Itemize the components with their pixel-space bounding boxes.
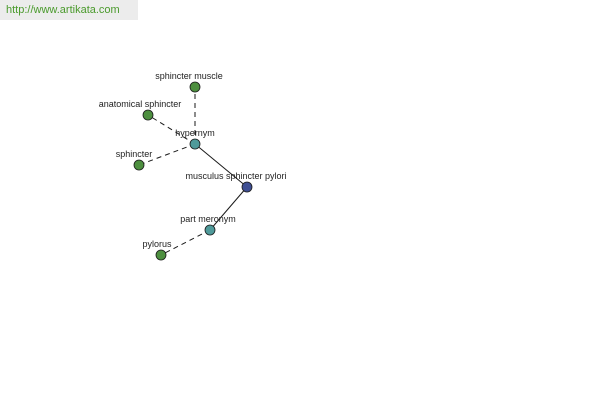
edge-part-meronym-pylorus: [160, 229, 211, 256]
graph-edges: [138, 87, 248, 256]
edge-center-hypernym: [194, 143, 248, 188]
edge-center-part-meronym: [209, 186, 248, 231]
edge-hypernym-anatomical-sphincter: [147, 114, 196, 145]
node-part-meronym[interactable]: [204, 224, 216, 236]
node-label-part-meronym: part meronym: [180, 214, 236, 224]
node-label-sphincter-muscle: sphincter muscle: [155, 71, 223, 81]
graph-nodes: [133, 81, 253, 261]
graph-labels: musculus sphincter pylori hypernym part me…: [99, 71, 287, 249]
node-sphincter-muscle[interactable]: [189, 81, 201, 93]
node-anatomical-sphincter[interactable]: [142, 109, 154, 121]
node-center[interactable]: [241, 181, 253, 193]
node-hypernym[interactable]: [189, 138, 201, 150]
node-label-center: musculus sphincter pylori: [185, 171, 286, 181]
site-watermark: http://www.artikata.com: [0, 0, 138, 20]
edge-hypernym-sphincter: [138, 143, 196, 166]
node-label-pylorus: pylorus: [142, 239, 172, 249]
node-label-anatomical-sphincter: anatomical sphincter: [99, 99, 182, 109]
node-pylorus[interactable]: [155, 249, 167, 261]
node-label-hypernym: hypernym: [175, 128, 215, 138]
node-sphincter[interactable]: [133, 159, 145, 171]
node-label-sphincter: sphincter: [116, 149, 153, 159]
